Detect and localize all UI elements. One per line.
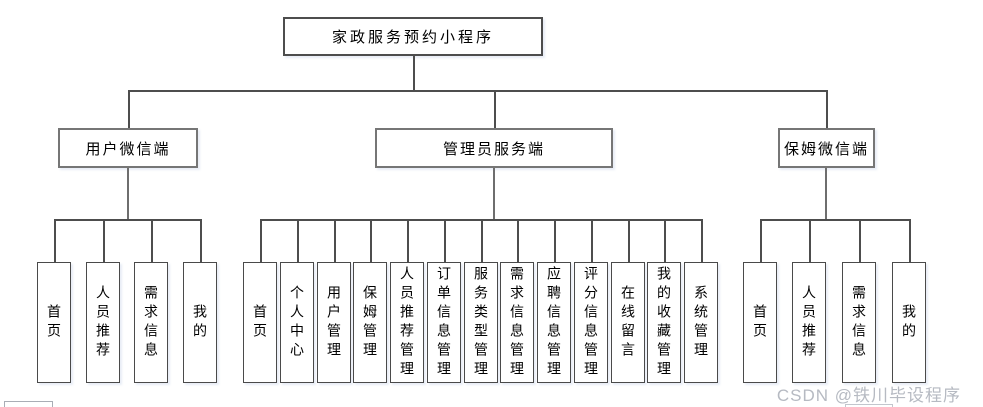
leaf-label: 需求信息 bbox=[143, 284, 159, 361]
leaf-admin-nanny-mgmt: 保姆管理 bbox=[353, 262, 387, 383]
connector-line bbox=[297, 219, 299, 262]
leaf-admin-demand-info-mgmt: 需求信息管理 bbox=[500, 262, 534, 383]
leaf-label: 订单信息管理 bbox=[436, 265, 452, 380]
leaf-admin-order-info-mgmt: 订单信息管理 bbox=[427, 262, 461, 383]
connector-line bbox=[826, 90, 828, 128]
leaf-label: 人员推荐 bbox=[95, 284, 111, 361]
connector-line bbox=[825, 168, 827, 219]
leaf-label: 应聘信息管理 bbox=[546, 265, 562, 380]
leaf-label: 人员推荐管理 bbox=[399, 265, 415, 380]
connector-line bbox=[103, 219, 105, 262]
connector-line bbox=[413, 56, 415, 90]
leaf-admin-recommend-mgmt: 人员推荐管理 bbox=[390, 262, 424, 383]
leaf-label: 用户管理 bbox=[326, 284, 342, 361]
connector-line bbox=[809, 219, 811, 262]
leaf-admin-apply-info-mgmt: 应聘信息管理 bbox=[537, 262, 571, 383]
leaf-user-home: 首页 bbox=[37, 262, 71, 383]
leaf-label: 我的 bbox=[901, 303, 917, 342]
connector-line bbox=[407, 219, 409, 262]
connector-line bbox=[200, 219, 202, 262]
leaf-admin-service-type-mgmt: 服务类型管理 bbox=[464, 262, 498, 383]
leaf-label: 需求信息 bbox=[851, 284, 867, 361]
leaf-nanny-home: 首页 bbox=[743, 262, 777, 383]
branch-node-admin: 管理员服务端 bbox=[375, 128, 613, 168]
connector-line bbox=[444, 219, 446, 262]
leaf-nanny-mine: 我的 bbox=[892, 262, 926, 383]
connector-line bbox=[628, 219, 630, 262]
leaf-admin-online-message: 在线留言 bbox=[611, 262, 645, 383]
connector-line bbox=[554, 219, 556, 262]
connector-line bbox=[517, 219, 519, 262]
leaf-user-recommend: 人员推荐 bbox=[86, 262, 120, 383]
connector-line bbox=[909, 219, 911, 262]
leaf-label: 服务类型管理 bbox=[473, 265, 489, 380]
leaf-label: 保姆管理 bbox=[362, 284, 378, 361]
leaf-nanny-recommend: 人员推荐 bbox=[792, 262, 826, 383]
leaf-user-demand: 需求信息 bbox=[134, 262, 168, 383]
connector-line bbox=[54, 219, 56, 262]
connector-line bbox=[859, 219, 861, 262]
root-node: 家政服务预约小程序 bbox=[283, 17, 543, 56]
connector-line bbox=[128, 90, 827, 92]
connector-line bbox=[760, 219, 762, 262]
connector-line bbox=[128, 90, 130, 128]
csdn-watermark: CSDN @铁川毕设程序 bbox=[776, 386, 961, 405]
cutoff-box-fragment bbox=[845, 404, 893, 407]
connector-line bbox=[701, 219, 703, 262]
leaf-user-mine: 我的 bbox=[183, 262, 217, 383]
connector-line bbox=[481, 219, 483, 262]
leaf-admin-system-mgmt: 系统管理 bbox=[684, 262, 718, 383]
leaf-admin-favorites-mgmt: 我的收藏管理 bbox=[647, 262, 681, 383]
leaf-label: 人员推荐 bbox=[801, 284, 817, 361]
leaf-label: 首页 bbox=[252, 303, 268, 342]
leaf-admin-personal-center: 个人中心 bbox=[280, 262, 314, 383]
leaf-admin-user-mgmt: 用户管理 bbox=[317, 262, 351, 383]
connector-line bbox=[493, 168, 495, 219]
leaf-label: 系统管理 bbox=[693, 284, 709, 361]
connector-line bbox=[591, 219, 593, 262]
leaf-label: 个人中心 bbox=[289, 284, 305, 361]
leaf-label: 评分信息管理 bbox=[583, 265, 599, 380]
connector-line bbox=[370, 219, 372, 262]
leaf-label: 首页 bbox=[46, 303, 62, 342]
connector-line bbox=[664, 219, 666, 262]
leaf-label: 我的收藏管理 bbox=[656, 265, 672, 380]
leaf-nanny-demand: 需求信息 bbox=[842, 262, 876, 383]
leaf-admin-rating-info-mgmt: 评分信息管理 bbox=[574, 262, 608, 383]
leaf-label: 我的 bbox=[192, 303, 208, 342]
leaf-admin-home: 首页 bbox=[243, 262, 277, 383]
cutoff-box-fragment bbox=[4, 401, 53, 407]
connector-line bbox=[494, 90, 496, 128]
connector-line bbox=[151, 219, 153, 262]
connector-line bbox=[54, 219, 200, 221]
leaf-label: 在线留言 bbox=[620, 284, 636, 361]
connector-line bbox=[260, 219, 701, 221]
leaf-label: 需求信息管理 bbox=[509, 265, 525, 380]
connector-line bbox=[127, 168, 129, 219]
connector-line bbox=[260, 219, 262, 262]
leaf-label: 首页 bbox=[752, 303, 768, 342]
branch-node-user: 用户微信端 bbox=[58, 128, 198, 168]
connector-line bbox=[760, 219, 909, 221]
connector-line bbox=[334, 219, 336, 262]
branch-node-nanny: 保姆微信端 bbox=[778, 128, 875, 168]
